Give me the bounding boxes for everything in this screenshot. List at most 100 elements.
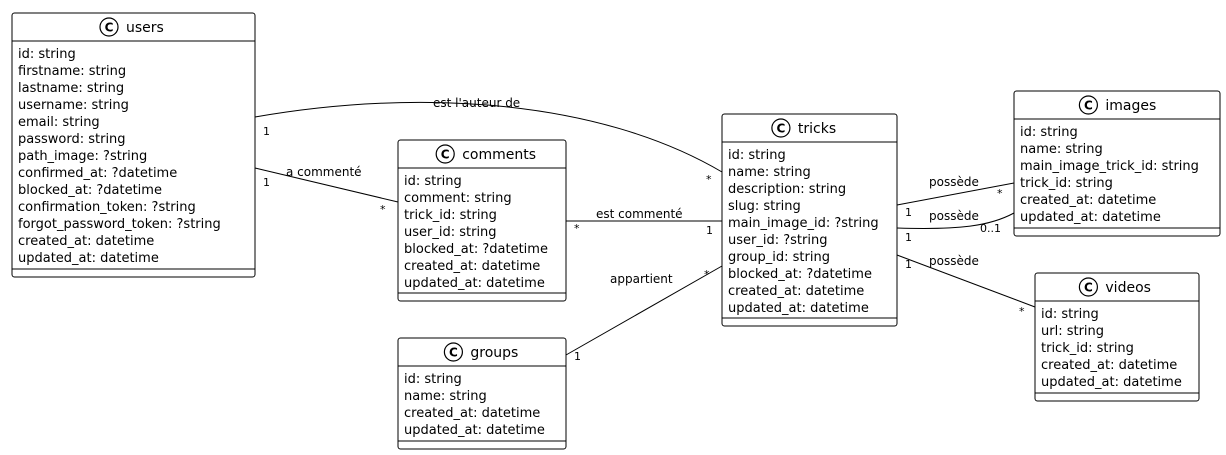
mult-tricks-images-2-to: 0..1	[980, 222, 1001, 235]
edge-label-comments-tricks: est commenté	[596, 207, 683, 221]
class-attribute: id: string	[728, 148, 786, 163]
class-box	[1034, 272, 1200, 402]
class-title: users	[126, 20, 164, 36]
class-attribute: id: string	[404, 174, 462, 189]
class-title: tricks	[798, 121, 836, 137]
svg-text:C: C	[1084, 281, 1093, 295]
mult-tricks-images-2-from: 1	[905, 231, 912, 244]
class-box	[11, 12, 256, 278]
class-attribute: created_at: datetime	[1020, 193, 1156, 208]
class-attribute: description: string	[728, 182, 846, 197]
class-c-icon: C	[435, 144, 455, 164]
class-attribute: trick_id: string	[404, 208, 497, 223]
mult-tricks-images-1-from: 1	[905, 206, 912, 219]
edge-users-comments	[254, 167, 399, 203]
class-attribute: lastname: string	[18, 81, 124, 96]
class-attribute: name: string	[404, 389, 487, 404]
svg-text:C: C	[105, 21, 114, 35]
class-box	[721, 113, 898, 327]
mult-users-tricks-to: *	[706, 173, 712, 186]
class-attribute: created_at: datetime	[728, 284, 864, 299]
relations: est l'auteur de 1 * a commenté 1 * est c…	[254, 96, 1036, 363]
edge-tricks-videos	[896, 254, 1036, 308]
edge-users-tricks	[254, 101, 723, 173]
class-attribute: username: string	[18, 98, 129, 113]
class-attribute: name: string	[728, 165, 811, 180]
class-c-icon: C	[771, 118, 791, 138]
class-c-icon: C	[99, 17, 119, 37]
class-c-icon: C	[443, 342, 463, 362]
class-title: comments	[462, 147, 536, 163]
class-title: videos	[1105, 280, 1151, 296]
class-attribute: user_id: ?string	[728, 233, 827, 248]
mult-users-tricks-from: 1	[263, 125, 270, 138]
svg-text:C: C	[449, 346, 458, 360]
mult-tricks-images-1-to: *	[997, 187, 1003, 200]
class-attribute: id: string	[404, 372, 462, 387]
class-attribute: confirmed_at: ?datetime	[18, 166, 177, 181]
edge-groups-tricks	[565, 265, 723, 356]
class-attribute: updated_at: datetime	[1020, 210, 1161, 225]
class-attribute: id: string	[1041, 307, 1099, 322]
mult-comments-tricks-to: 1	[706, 224, 713, 237]
edge-label-tricks-videos: possède	[929, 254, 979, 268]
class-attribute: created_at: datetime	[404, 259, 540, 274]
edge-label-groups-tricks: appartient	[610, 272, 673, 286]
class-attribute: created_at: datetime	[18, 234, 154, 249]
class-c-icon: C	[1078, 95, 1099, 115]
class-attribute: created_at: datetime	[404, 406, 540, 421]
svg-text:C: C	[441, 148, 450, 162]
class-attribute: email: string	[18, 115, 100, 130]
class-attribute: forgot_password_token: ?string	[18, 217, 221, 232]
mult-users-comments-to: *	[380, 203, 386, 216]
mult-users-comments-from: 1	[263, 176, 270, 189]
class-box	[397, 139, 567, 302]
class-attribute: main_image_id: ?string	[728, 216, 879, 231]
class-title: groups	[470, 345, 518, 361]
mult-comments-tricks-from: *	[574, 222, 580, 235]
class-attribute: slug: string	[728, 199, 801, 214]
class-attribute: updated_at: datetime	[18, 251, 159, 266]
class-attribute: firstname: string	[18, 64, 126, 79]
svg-text:C: C	[1084, 99, 1093, 113]
class-attribute: id: string	[1020, 125, 1078, 140]
class-attribute: blocked_at: ?datetime	[728, 267, 872, 282]
class-attribute: comment: string	[404, 191, 512, 206]
mult-groups-tricks-from: 1	[574, 350, 581, 363]
class-title: images	[1105, 98, 1156, 114]
class-attribute: blocked_at: ?datetime	[18, 183, 162, 198]
class-box	[1013, 90, 1221, 237]
class-attribute: path_image: ?string	[18, 149, 147, 164]
edge-label-users-comments: a commenté	[286, 165, 362, 179]
mult-tricks-videos-to: *	[1019, 305, 1025, 318]
mult-tricks-videos-from: 1	[905, 258, 912, 271]
edge-tricks-images-1	[896, 182, 1015, 206]
class-attribute: created_at: datetime	[1041, 358, 1177, 373]
class-c-icon: C	[1078, 277, 1099, 297]
edge-tricks-images-2	[896, 212, 1015, 229]
class-attribute: password: string	[18, 132, 126, 147]
class-attribute: user_id: string	[404, 225, 497, 240]
edge-label-tricks-images-2: possède	[929, 209, 979, 223]
mult-groups-tricks-to: *	[704, 268, 710, 281]
class-attribute: updated_at: datetime	[404, 423, 545, 438]
class-attribute: trick_id: string	[1041, 341, 1134, 356]
class-attribute: updated_at: datetime	[404, 276, 545, 291]
class-attribute: id: string	[18, 47, 76, 62]
class-attribute: confirmation_token: ?string	[18, 200, 196, 215]
edge-label-users-tricks: est l'auteur de	[433, 96, 520, 110]
edge-label-tricks-images-1: possède	[929, 175, 979, 189]
class-attribute: name: string	[1020, 142, 1103, 157]
class-attribute: url: string	[1041, 324, 1104, 339]
class-attribute: group_id: string	[728, 250, 830, 265]
class-attribute: main_image_trick_id: string	[1020, 159, 1199, 174]
class-attribute: updated_at: datetime	[1041, 375, 1182, 390]
